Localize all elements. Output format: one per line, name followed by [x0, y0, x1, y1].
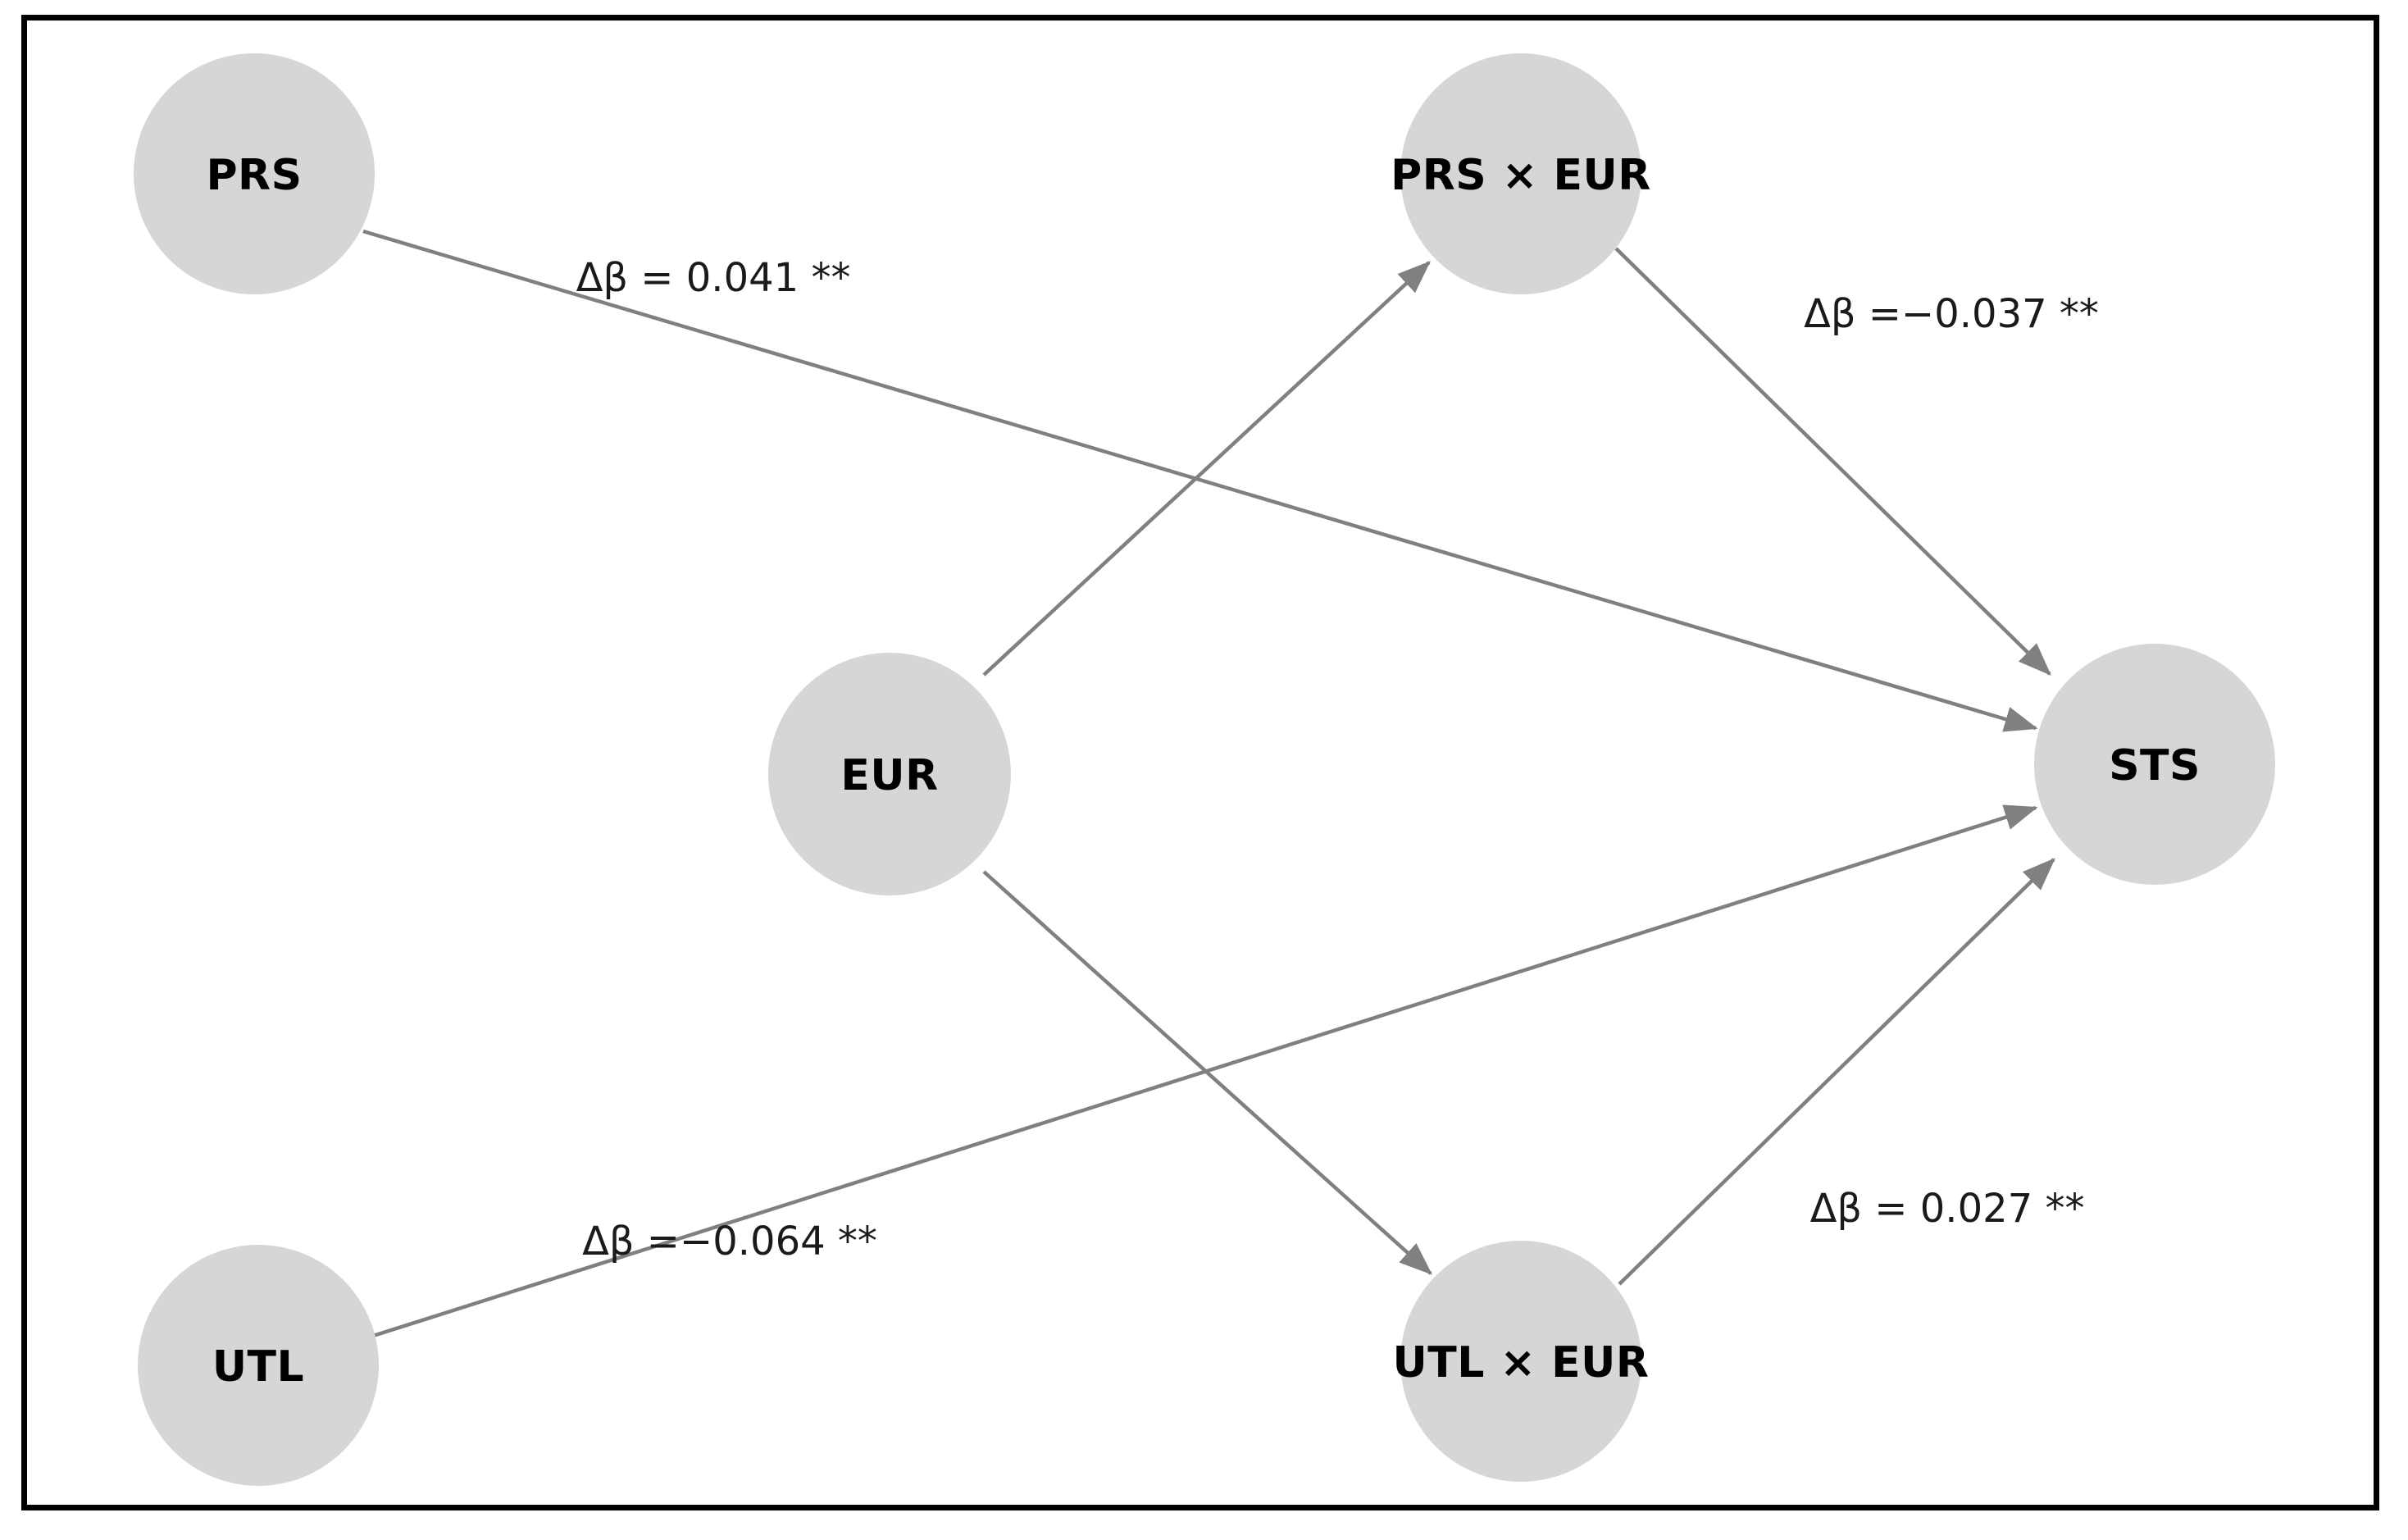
node-eur-circle[interactable]: [768, 653, 1011, 895]
edge-prs-to-sts: [362, 229, 2038, 732]
node-utl-x-eur[interactable]: UTL × EUR: [1393, 1241, 1650, 1482]
edge-line-prs-sts: [362, 229, 2038, 732]
node-prs-circle[interactable]: [134, 53, 375, 294]
node-utl-x-eur-circle[interactable]: [1400, 1241, 1641, 1482]
figure-border: [21, 15, 2379, 1510]
node-sts-circle[interactable]: [2034, 644, 2275, 885]
node-eur[interactable]: EUR: [768, 653, 1011, 895]
edge-line-utl-sts: [370, 804, 2038, 1339]
edge-line-prsxeur-sts: [1614, 247, 2051, 676]
edge-utl-to-sts: [370, 804, 2038, 1339]
node-utl-circle[interactable]: [138, 1245, 379, 1486]
node-sts[interactable]: STS: [2034, 644, 2275, 885]
edge-utlxeur-to-sts: [1618, 858, 2055, 1286]
edge-line-utlxeur-sts: [1618, 858, 2055, 1286]
edge-eur-to-prsxeur: [982, 261, 1431, 677]
edge-prsxeur-to-sts: [1614, 247, 2051, 676]
node-utl-label: UTL: [212, 1342, 304, 1392]
edge-label-prs-sts: Δβ = 0.041 **: [576, 255, 851, 301]
node-prs[interactable]: PRS: [134, 53, 375, 294]
node-prs-x-eur[interactable]: PRS × EUR: [1391, 53, 1651, 294]
node-prs-x-eur-circle[interactable]: [1400, 53, 1641, 294]
node-prs-label: PRS: [206, 151, 302, 200]
edge-label-prsxeur-sts: Δβ =−0.037 **: [1804, 291, 2099, 337]
node-prs-x-eur-label: PRS × EUR: [1391, 151, 1651, 200]
node-utl-x-eur-label: UTL × EUR: [1393, 1338, 1650, 1387]
node-sts-label: STS: [2109, 741, 2201, 791]
edge-label-utl-sts: Δβ =−0.064 **: [582, 1219, 877, 1264]
edge-line-eur-prsxeur: [982, 261, 1431, 677]
edge-label-utlxeur-sts: Δβ = 0.027 **: [1810, 1186, 2085, 1232]
node-eur-label: EUR: [840, 751, 938, 800]
node-utl[interactable]: UTL: [138, 1245, 379, 1486]
